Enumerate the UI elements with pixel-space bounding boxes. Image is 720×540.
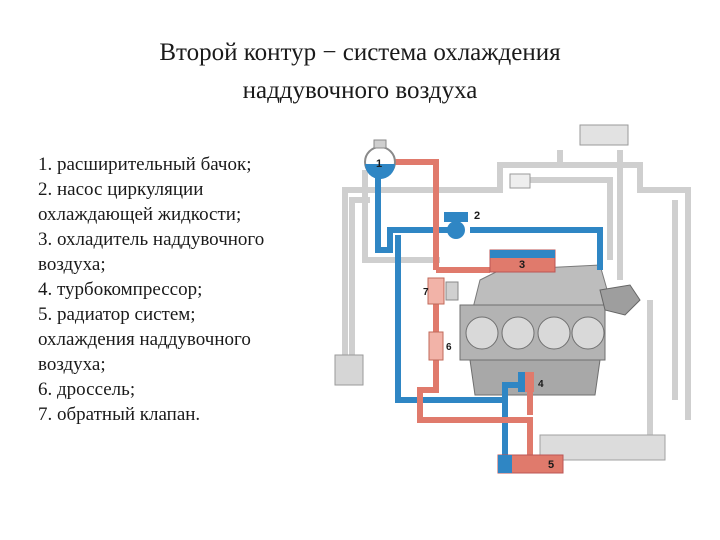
- legend-line: 6. дроссель;: [38, 379, 136, 400]
- title-line-2: наддувочного воздуха: [242, 77, 478, 104]
- cylinder: [537, 316, 571, 350]
- cold-pipes: [375, 172, 603, 460]
- legend-line: 1. расширительный бачок;: [38, 154, 252, 175]
- gray-pipe: [342, 162, 691, 420]
- gray-pipe: [362, 170, 440, 263]
- tank-cap: [373, 139, 387, 149]
- tank-coolant: [365, 164, 395, 179]
- hot-pipe: [417, 300, 533, 460]
- expansion-tank: 1: [364, 139, 396, 179]
- cold-pipe: [470, 227, 603, 270]
- slide-title: Второй контур − система охлаждения надду…: [0, 34, 720, 110]
- cylinder: [501, 316, 535, 350]
- legend-line: воздуха;: [38, 354, 106, 375]
- legend-line: 5. радиатор систем;: [38, 304, 196, 325]
- hot-pipe: [388, 159, 439, 270]
- intercooler-inlet: [490, 250, 555, 258]
- circulation-pump: 2: [444, 210, 480, 239]
- check-valve: 7: [423, 277, 459, 305]
- legend-line: воздуха;: [38, 254, 106, 275]
- engine-block: [459, 264, 641, 396]
- label-1: 1: [376, 158, 382, 170]
- legend-line: охлаждающей жидкости;: [38, 204, 242, 225]
- label-4: 4: [538, 379, 544, 390]
- label-2: 2: [474, 210, 480, 222]
- throttle-body: [428, 331, 444, 361]
- gray-tank: [334, 354, 364, 386]
- label-3: 3: [519, 259, 525, 271]
- turbo-cold-side: [518, 372, 525, 392]
- cooling-system-diagram: 1 2 3 7 6 4 5: [334, 124, 691, 474]
- turbocharger: 4: [518, 372, 544, 392]
- cylinder: [571, 316, 605, 350]
- pump-head: [444, 212, 468, 222]
- charge-air-radiator: 5: [497, 454, 564, 474]
- title-line-1: Второй контур − система охлаждения: [159, 39, 561, 66]
- turbo-housing: [599, 284, 641, 316]
- legend-list: 1. расширительный бачок; 2. насос циркул…: [38, 152, 338, 427]
- label-5: 5: [548, 459, 554, 471]
- throttle: 6: [428, 331, 452, 361]
- engine-crankcase: [469, 359, 601, 396]
- pump-body: [447, 221, 465, 239]
- intercooler: 3: [489, 249, 556, 273]
- cylinder: [465, 316, 499, 350]
- legend-line: 2. насос циркуляции: [38, 179, 204, 200]
- legend-line: 7. обратный клапан.: [38, 404, 201, 425]
- legend-line: 3. охладитель наддувочного: [38, 229, 265, 250]
- label-6: 6: [446, 342, 452, 353]
- label-7: 7: [423, 287, 429, 298]
- gray-valve: [509, 173, 531, 189]
- valve-actuator: [445, 281, 459, 301]
- legend-line: охлаждения наддувочного: [38, 329, 251, 350]
- valve-body: [427, 277, 445, 305]
- cold-pipe: [375, 172, 450, 253]
- gray-pipes: [342, 150, 691, 440]
- gray-pipe: [530, 177, 613, 260]
- gray-box: [579, 124, 629, 146]
- radiator-inlet: [498, 455, 512, 473]
- legend-line: 4. турбокомпрессор;: [38, 279, 203, 300]
